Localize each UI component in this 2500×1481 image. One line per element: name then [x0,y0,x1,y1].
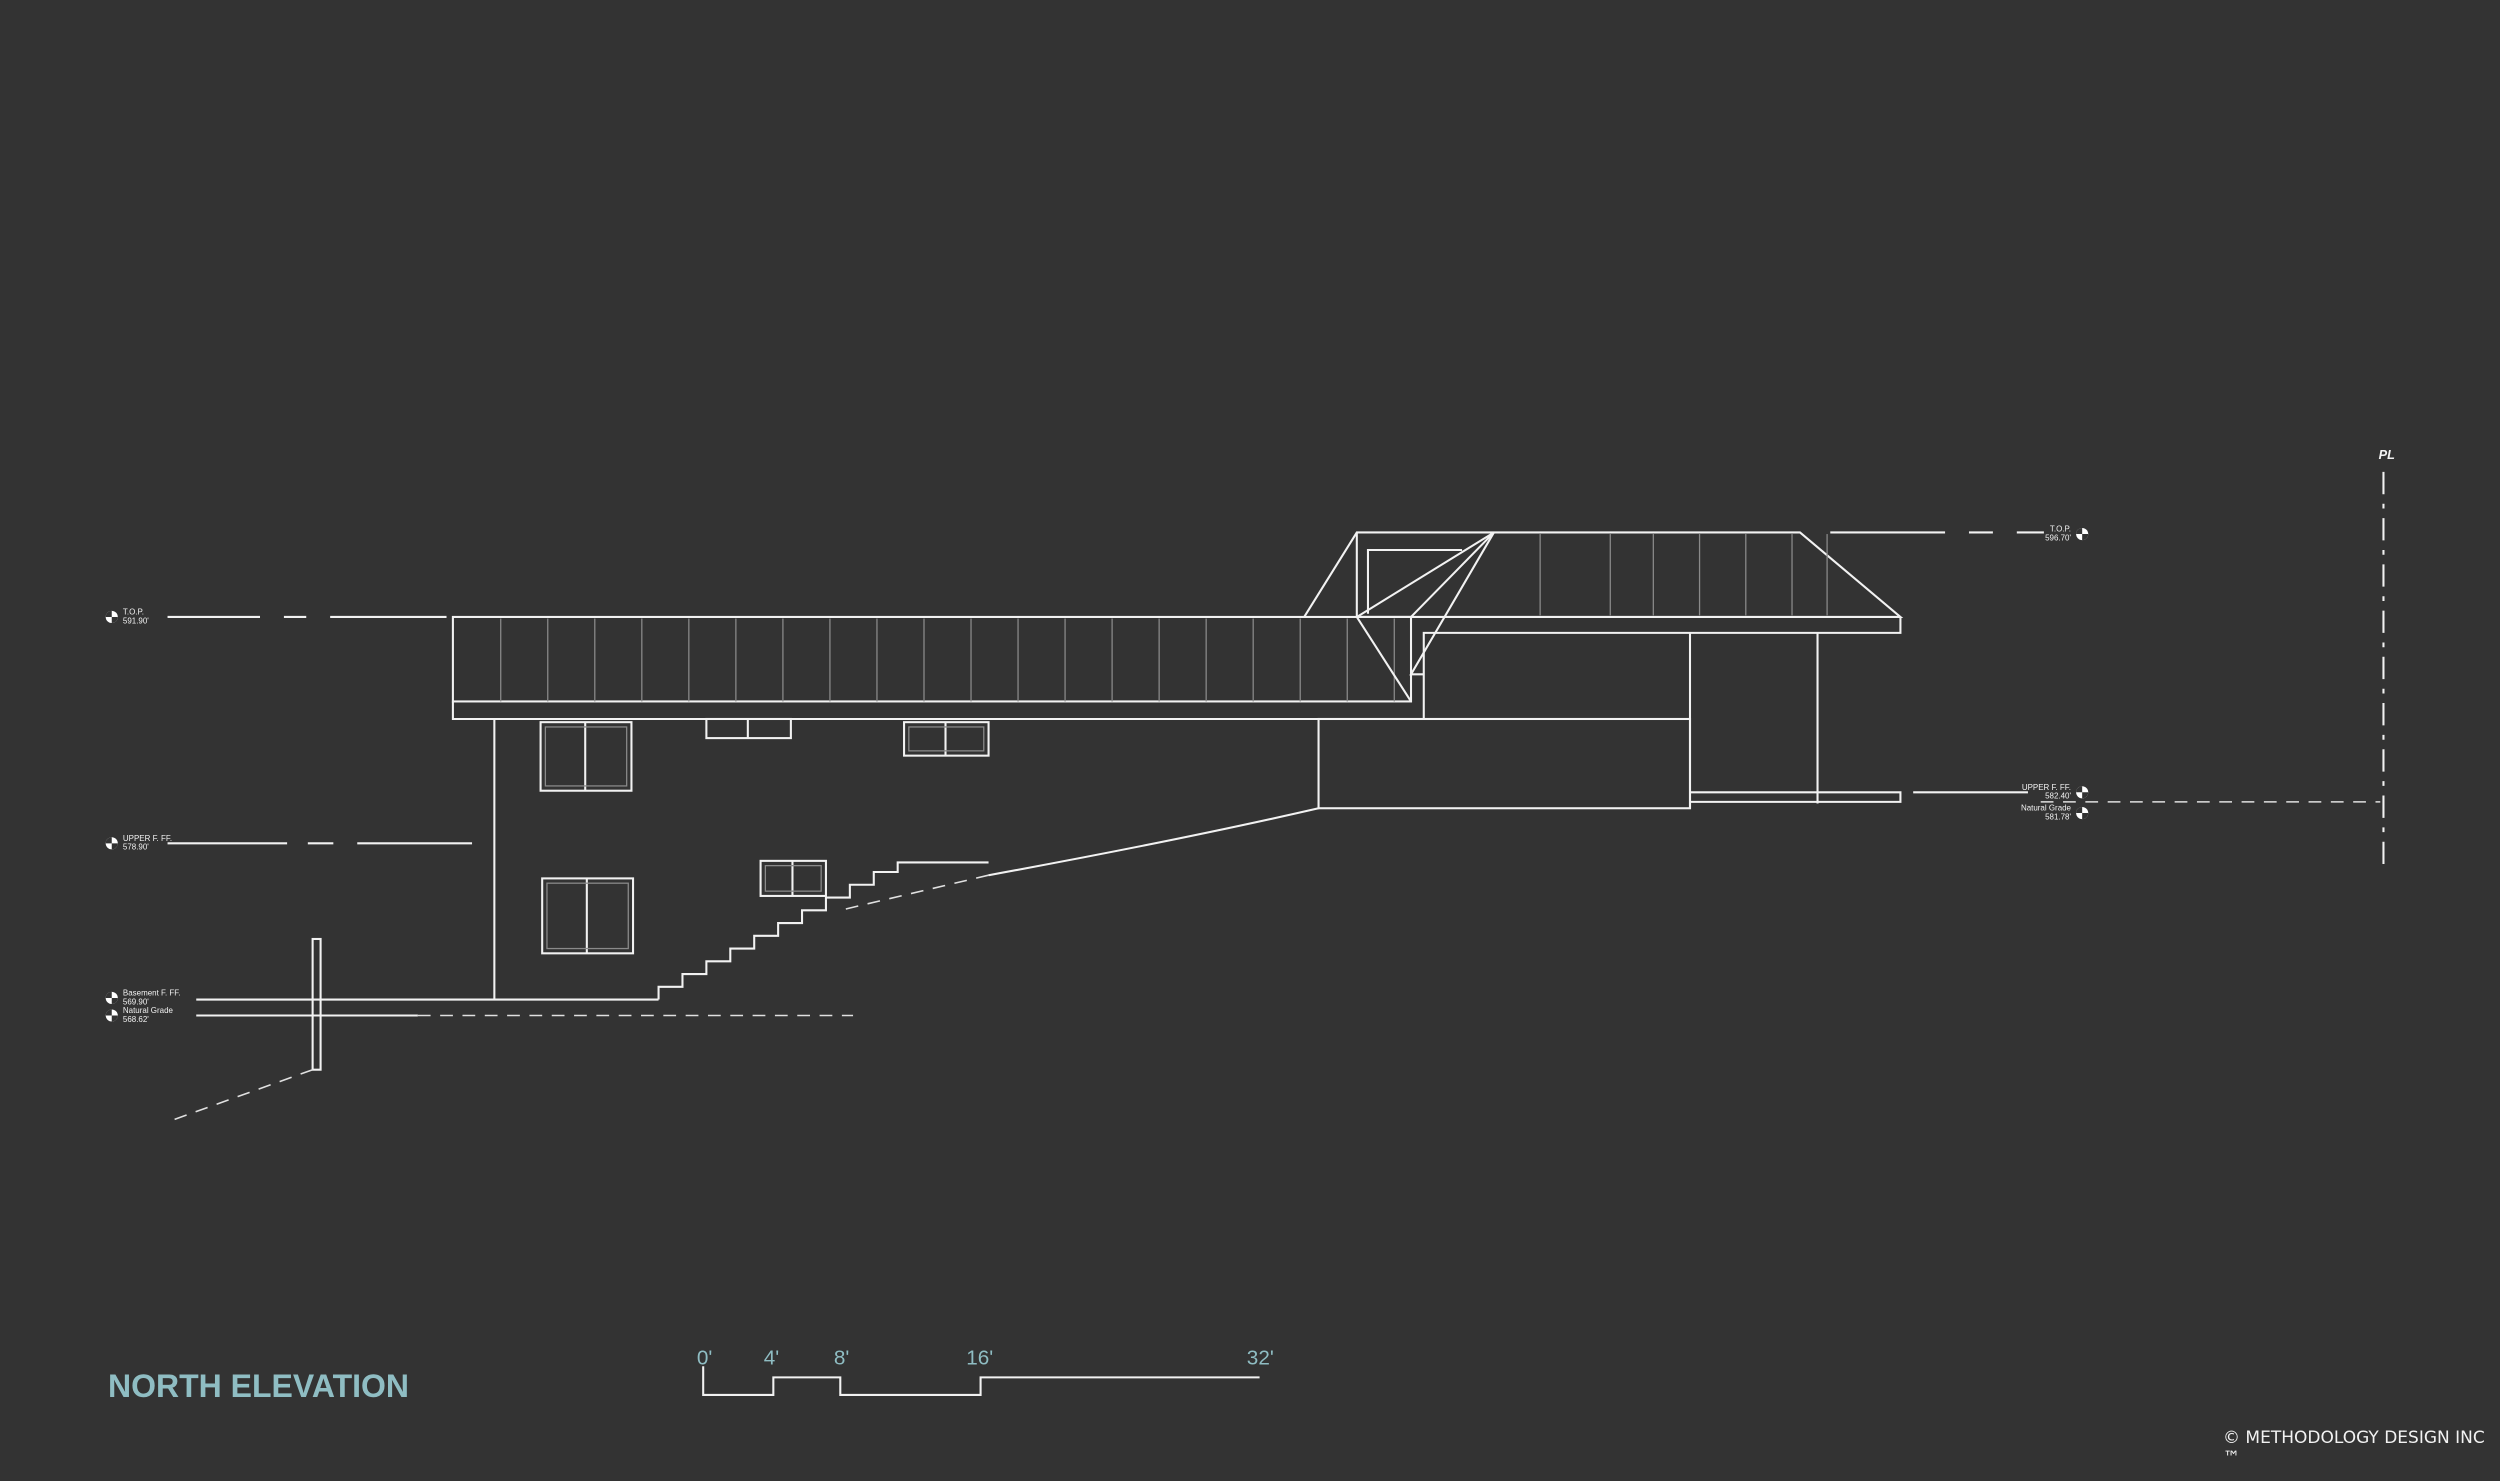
upper-roof [1303,531,1904,703]
level-lines [167,471,2385,865]
level-name: T.O.P. [2050,525,2071,534]
main-roof [451,615,1902,721]
grade-lines [170,801,2381,1122]
level-name: UPPER F. FF. [2022,783,2071,792]
level-name: Basement F. FF. [123,989,181,998]
level-name: UPPER F. FF. [123,834,172,843]
windows [539,717,990,955]
level-marker: T.O.P.596.70' [2045,525,2089,542]
level-name: Natural Grade [123,1006,174,1015]
copyright: © METHODOLOGY DESIGN INC ™ [2223,1428,2485,1468]
level-marker: T.O.P.591.90' [105,608,149,625]
scale-tick: 16' [966,1347,993,1370]
walls [311,632,1902,1071]
level-value: 596.70' [2045,533,2071,542]
level-value: 578.90' [123,843,149,852]
level-marker: Basement F. FF.569.90' [105,989,181,1006]
level-name: Natural Grade [2021,804,2072,813]
level-marker: UPPER F. FF.578.90' [105,834,172,852]
scale-tick: 8' [834,1347,849,1370]
property-line-label: PL [2379,447,2396,462]
scale-tick: 0' [697,1347,712,1370]
level-name: T.O.P. [123,608,144,617]
scale-bar: 0' 4' 8' 16' 32' [697,1347,1274,1396]
level-value: 591.90' [123,616,149,625]
level-value: 569.90' [123,997,149,1006]
level-marker: UPPER F. FF.582.40' [2022,783,2089,801]
drawing-title: NORTH ELEVATION [108,1368,410,1404]
level-value: 582.40' [2045,792,2071,801]
level-value: 568.62' [123,1015,149,1024]
level-value: 581.78' [2045,812,2071,821]
scale-tick: 4' [764,1347,779,1370]
scale-tick: 32' [1247,1347,1274,1370]
